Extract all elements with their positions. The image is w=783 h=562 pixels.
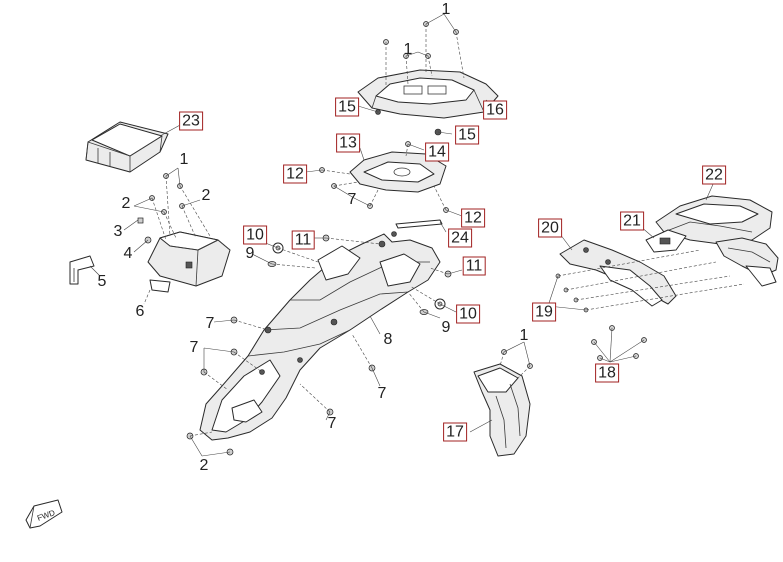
part-mudguard [469, 341, 533, 457]
part-clip [69, 255, 101, 285]
callout-9-b: 9 [441, 319, 451, 336]
part-tail-cowl [655, 181, 773, 245]
callout-15-a: 15 [335, 97, 359, 117]
callout-5: 5 [97, 273, 107, 290]
part-19-screws [547, 249, 745, 313]
part-16-bolts [383, 13, 465, 86]
callout-15-b: 15 [455, 125, 479, 145]
callout-12-b: 12 [461, 208, 485, 228]
callout-22: 22 [702, 165, 726, 185]
callout-7-b: 7 [205, 315, 215, 332]
callout-13: 13 [336, 133, 360, 153]
callout-3: 3 [113, 223, 123, 240]
callout-21: 21 [620, 211, 644, 231]
callout-16: 16 [483, 100, 507, 120]
callout-18: 18 [595, 363, 619, 383]
callout-1-b: 1 [403, 41, 413, 58]
callout-2-b: 2 [201, 187, 211, 204]
callout-1-c: 1 [179, 151, 189, 168]
callout-12-a: 12 [283, 164, 307, 184]
callout-24: 24 [448, 228, 472, 248]
callout-9-a: 9 [245, 245, 255, 262]
part-rear-subframe [199, 231, 441, 441]
fwd-arrow [25, 499, 63, 529]
part-18-screws [591, 325, 647, 363]
callout-2-a: 2 [121, 195, 131, 212]
callout-7-e: 7 [327, 415, 337, 432]
callout-1-a: 1 [441, 1, 451, 18]
callout-17: 17 [443, 422, 467, 442]
part-6-hardware [123, 167, 211, 253]
callout-1-d: 1 [519, 327, 529, 344]
part-license-bracket [559, 233, 779, 307]
callout-10-b: 10 [456, 304, 480, 324]
callout-2-c: 2 [199, 457, 209, 474]
callout-8: 8 [383, 331, 393, 348]
subframe-fasteners [186, 219, 463, 457]
part-rear-upper-cover [305, 141, 463, 217]
callout-7-d: 7 [377, 385, 387, 402]
callout-6: 6 [135, 303, 145, 320]
part-battery-box [143, 231, 231, 305]
callout-19: 19 [532, 302, 556, 322]
callout-11-b: 11 [462, 256, 486, 276]
part-21-bracket [639, 225, 687, 253]
callout-7-c: 7 [189, 339, 199, 356]
callout-14: 14 [425, 142, 449, 162]
callout-23: 23 [179, 111, 203, 131]
callout-7-a: 7 [347, 191, 357, 208]
part-storage-tray [85, 121, 183, 173]
callout-20: 20 [538, 218, 562, 238]
callout-4: 4 [123, 245, 133, 262]
callout-10-a: 10 [243, 225, 267, 245]
callout-11-a: 11 [291, 230, 315, 250]
